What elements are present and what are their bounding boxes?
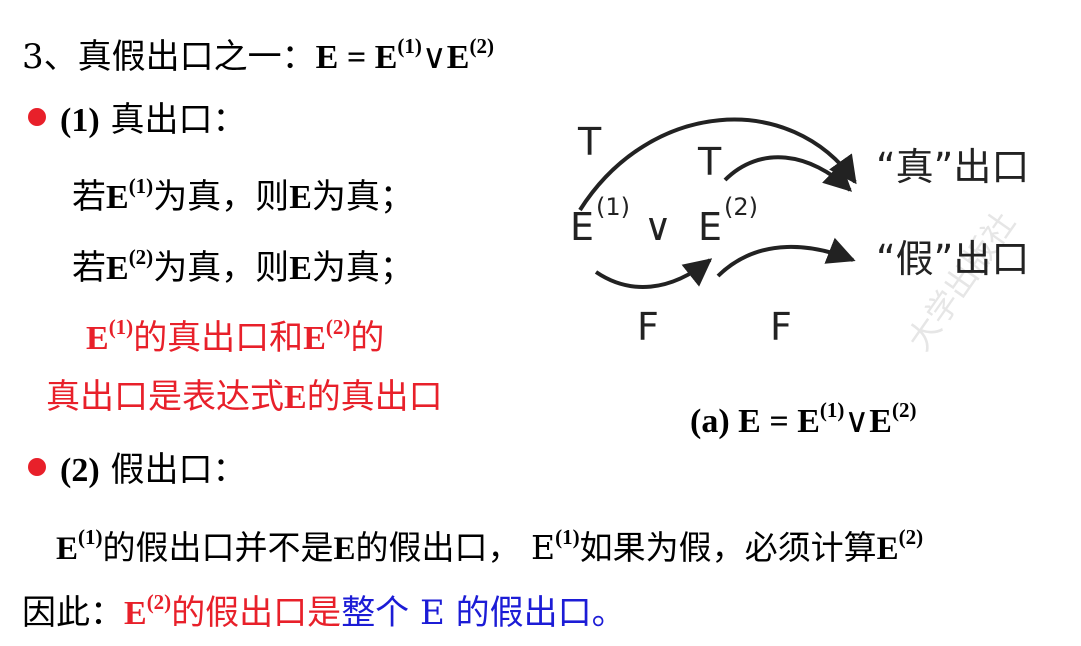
diagram-or: ∨ xyxy=(644,205,672,249)
text: 为真，则 xyxy=(153,248,290,288)
label-t-outer: T xyxy=(577,120,602,164)
bullet-dot xyxy=(28,108,46,126)
diagram-caption: (a) E = E(1)∨E(2) xyxy=(690,390,916,442)
section1-line1: 若E(1)为真，则E为真； xyxy=(72,166,414,218)
text: 的假出口是 xyxy=(171,593,342,633)
e-symbol: E xyxy=(289,179,312,216)
heading-formula-lhs: E = E xyxy=(315,39,398,76)
caption-sup1: (1) xyxy=(819,398,845,422)
exit-diagram: 大学出版社 T T E (1) ∨ E (2) F F “真”出口 “假”出口 xyxy=(570,117,1029,358)
page-heading: 3、真假出口之一：E = E(1)∨E(2) xyxy=(22,26,494,78)
text: 因此： xyxy=(22,593,124,633)
sup: (1) xyxy=(108,315,134,339)
text: 如果为假，必须计算 xyxy=(579,528,877,567)
text: 真出口是表达式 xyxy=(46,377,284,417)
caption-e2: E xyxy=(869,403,892,440)
section2-title: (2) 假出口： xyxy=(28,450,246,491)
e-symbol: E xyxy=(86,320,109,357)
heading-prefix: 3、真假出口之一： xyxy=(22,37,316,77)
e-symbol: E xyxy=(333,531,356,567)
sup: (1) xyxy=(78,525,103,549)
text: 为真，则 xyxy=(153,177,290,217)
arrow-true-outer xyxy=(578,117,857,212)
sup: (1) xyxy=(555,525,580,549)
e-symbol: E xyxy=(106,250,129,287)
sup: (2) xyxy=(325,315,351,339)
arrow-false-outer xyxy=(716,237,856,278)
bullet-dot xyxy=(28,458,46,476)
watermark-text: 大学出版社 xyxy=(900,205,1023,358)
section1-red-line2: 真出口是表达式E的真出口 xyxy=(46,377,443,418)
label-f-inner: F xyxy=(637,305,659,349)
sup: (1) xyxy=(128,174,154,198)
text: 的真出口 xyxy=(306,377,443,417)
e-symbol: E xyxy=(56,531,79,567)
heading-sup-2: (2) xyxy=(469,34,494,58)
section2-line1: E(1)的假出口并不是E的假出口， E(1)如果为假，必须计算E(2) xyxy=(56,517,923,569)
text: 若 xyxy=(72,248,106,288)
text: 为真； xyxy=(311,177,414,217)
sup: (2) xyxy=(898,525,924,549)
text: 的假出口并不是 xyxy=(102,528,334,567)
section1-label: (1) xyxy=(60,102,100,139)
caption-text: (a) E = E xyxy=(690,403,820,440)
section2-title-text: 假出口： xyxy=(110,450,247,490)
e-symbol: E xyxy=(289,250,312,287)
caption-or: ∨ xyxy=(844,401,870,441)
section1-title-text: 真出口： xyxy=(110,100,247,140)
caption-sup2: (2) xyxy=(891,398,917,422)
e-symbol: E xyxy=(531,528,556,567)
e-symbol: E xyxy=(284,379,307,416)
heading-sup-1: (1) xyxy=(397,34,422,58)
section1-line2: 若E(2)为真，则E为真； xyxy=(72,237,414,289)
sup: (2) xyxy=(128,245,154,269)
diagram-e1: E xyxy=(570,205,594,249)
section1-title: (1) 真出口： xyxy=(28,100,246,141)
diagram-sup2: (2) xyxy=(724,193,758,221)
text: 整个 E 的假出口。 xyxy=(341,593,626,633)
diagram-sup1: (1) xyxy=(596,193,630,221)
false-exit-label: “假”出口 xyxy=(876,237,1029,281)
e-symbol: E xyxy=(124,595,147,632)
text: 若 xyxy=(72,177,106,217)
section2-line2: 因此：E(2)的假出口是整个 E 的假出口。 xyxy=(22,582,626,634)
heading-or-symbol: ∨ xyxy=(421,37,447,77)
section2-label: (2) xyxy=(60,452,100,489)
true-exit-label: “真”出口 xyxy=(876,145,1029,189)
text: 的真出口和 xyxy=(133,318,304,358)
text: 的 xyxy=(350,318,385,358)
e-symbol: E xyxy=(303,320,326,357)
sup: (2) xyxy=(146,590,172,614)
text: 为真； xyxy=(311,248,414,288)
label-t-inner: T xyxy=(697,140,722,184)
heading-formula-e2: E xyxy=(446,39,470,76)
section1-red-line1: E(1)的真出口和E(2)的 xyxy=(86,307,384,359)
arrow-false-inner xyxy=(594,258,713,289)
arrow-true-inner xyxy=(723,155,853,192)
text: 的假出口， xyxy=(355,528,521,567)
diagram-e2: E xyxy=(698,205,722,249)
label-f-outer: F xyxy=(770,305,792,349)
e-symbol: E xyxy=(876,531,899,567)
e-symbol: E xyxy=(106,179,129,216)
